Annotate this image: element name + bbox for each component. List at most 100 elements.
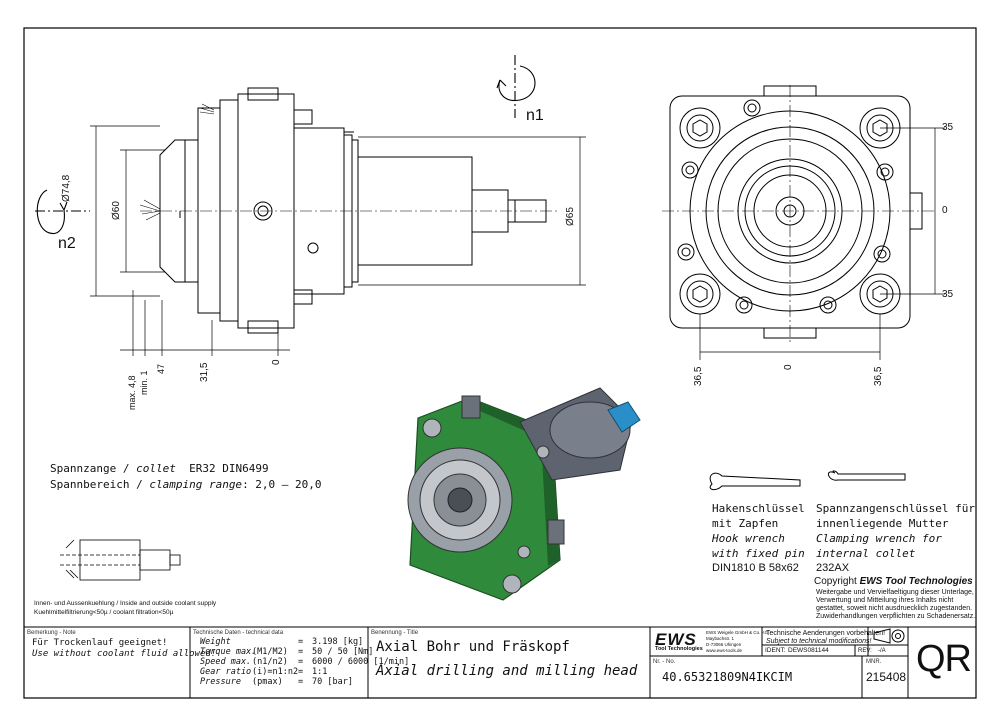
tech-row-label: Torque max.	[200, 647, 257, 657]
tech-row-label: Gear ratio	[200, 667, 252, 677]
clamp-wrench-en-2: internal collet	[816, 547, 916, 560]
hook-wrench-icon	[709, 472, 801, 491]
tech-row-value: 70 [bar]	[312, 677, 353, 687]
clamping-wrench-icon	[827, 470, 906, 481]
company-line-3: D-73066 Uhingen	[706, 642, 742, 647]
change-note-de: Technische Aenderungen vorbehalten!	[766, 630, 886, 637]
hook-wrench-en-2: with fixed pin	[712, 547, 805, 560]
clamp-wrench-code: 232AX	[816, 562, 850, 574]
coolant-note-2: Kuehlmittelfiltrierung<50µ / coolant fil…	[34, 609, 174, 616]
company-line-4: www.ews-tools.de	[706, 648, 743, 653]
tech-row: Speed max.(n1/n2) = 6000 / 6000 [1/min]	[200, 657, 409, 667]
tech-row-eq: =	[298, 647, 304, 657]
copyright-prefix: Copyright	[814, 576, 860, 587]
clamping-range-value: : 2,0 – 20,0	[242, 478, 322, 491]
remark-label: Bemerkung - Note	[27, 630, 76, 636]
collet-value: ER32 DIN6499	[189, 462, 269, 475]
hook-wrench-de-2: mit Zapfen	[712, 517, 779, 530]
qr-code-label: QR	[916, 638, 972, 680]
drawing-title-de: Axial Bohr und Fräskopf	[376, 639, 570, 655]
tech-row-value: 1:1	[312, 667, 328, 677]
rev-value: -/A	[878, 648, 886, 654]
remark-en: Use without coolant fluid allowed!	[32, 649, 217, 659]
dim-d60: Ø60	[111, 201, 122, 220]
collet-label-de: Spannzange /	[50, 462, 137, 475]
copyright-line-2: Verwertung und Mitteilung ihres Inhalts …	[816, 597, 954, 604]
copyright-line-4: Zuwiderhandlungen verpflichten zu Schade…	[816, 613, 976, 620]
tech-row-eq: =	[298, 637, 304, 647]
copyright-line-1: Weitergabe und Vervielfaeltigung dieser …	[816, 589, 974, 596]
tech-row-sym	[252, 637, 298, 647]
tech-row: Torque max.(M1/M2) = 50 / 50 [Nm]	[200, 647, 409, 657]
tech-row-eq: =	[298, 667, 304, 677]
dim-max48: max. 4,8	[127, 375, 137, 410]
tech-row-value: 50 / 50 [Nm]	[312, 647, 374, 657]
part-number: 40.65321809N4IKCIM	[662, 670, 793, 684]
tech-row-label: Speed max.	[200, 657, 252, 667]
mnr-value: 215408	[866, 670, 907, 684]
copyright-line-3: gestattet, soweit nicht ausdruecklich zu…	[816, 605, 973, 612]
isometric-product-render	[407, 387, 641, 601]
hook-wrench-de-1: Hakenschlüssel	[712, 502, 805, 515]
dim-front-0-bottom: 0	[783, 364, 794, 370]
change-note-en: Subject to technical modifications!	[766, 638, 872, 645]
dim-front-0-right: 0	[942, 205, 948, 216]
dim-d65: Ø65	[565, 207, 576, 226]
tech-row-eq: =	[298, 677, 304, 687]
ident-label: IDENT:	[765, 647, 786, 654]
dim-zero-side: 0	[271, 359, 282, 365]
rev-label: REV:	[858, 648, 872, 654]
dim-front-365-left: 36,5	[693, 366, 704, 386]
tech-row-sym: (i)=n1:n2	[252, 667, 299, 677]
mnr-label: MNR.	[866, 659, 882, 665]
front-view-drawing	[662, 85, 935, 345]
tech-row-value: 6000 / 6000 [1/min]	[312, 657, 410, 667]
tech-row-sym: (M1/M2)	[252, 647, 288, 657]
dim-d74: Ø74,8	[61, 174, 72, 202]
projection-symbol-icon	[873, 628, 905, 644]
hook-wrench-norm: DIN1810 B 58x62	[712, 562, 799, 574]
hook-wrench-en-1: Hook wrench	[712, 532, 785, 545]
clamp-wrench-en-1: Clamping wrench for	[816, 532, 942, 545]
logo-subtext: Tool Technologies	[655, 646, 703, 652]
company-line-2: Maybachstr. 1	[706, 636, 735, 641]
collet-label-en: collet	[136, 462, 176, 475]
number-label: Nr. - No.	[653, 659, 676, 665]
clamp-wrench-de-2: innenliegende Mutter	[816, 517, 949, 530]
remark-de: Für Trockenlauf geeignet!	[32, 638, 168, 648]
clamping-range-label-de: Spannbereich /	[50, 478, 150, 491]
collet-spec: Spannzange / collet ER32 DIN6499	[50, 463, 269, 474]
tech-row: Pressure (pmax) = 70 [bar]	[200, 677, 409, 687]
dim-front-35-bottom: 35	[942, 289, 954, 300]
ident-value: DEWS081144	[788, 647, 829, 654]
copyright-title: Copyright EWS Tool Technologies	[814, 577, 973, 587]
tech-row-sym: (pmax)	[252, 677, 283, 687]
tech-row: Gear ratio(i)=n1:n2= 1:1	[200, 667, 409, 677]
tech-row: Weight = 3.198 [kg]	[200, 637, 409, 647]
side-view-drawing	[140, 87, 560, 334]
company-logo: EWS Tool Technologies	[655, 631, 703, 653]
clamp-wrench-de-1: Spannzangenschlüssel für	[816, 502, 975, 515]
coolant-schematic-icon	[60, 539, 181, 581]
coolant-note-1: Innen- und Aussenkuehlung / Inside and o…	[34, 600, 217, 607]
tech-row-label: Weight	[200, 637, 231, 647]
title-block-grid	[24, 626, 976, 698]
copyright-company: EWS Tool Technologies	[859, 576, 973, 587]
tech-row-eq: =	[298, 657, 304, 667]
tech-row-sym: (n1/n2)	[252, 657, 288, 667]
rotation-label-n2: n2	[58, 235, 76, 252]
dim-min1: min. 1	[139, 370, 149, 395]
dim-315: 31,5	[199, 362, 210, 382]
tech-data-label: Technische Daten - technical data	[193, 630, 284, 636]
rotation-label-n1: n1	[526, 107, 544, 124]
tech-row-value: 3.198 [kg]	[312, 637, 364, 647]
company-line-1: EWS Weigele GmbH & Co. KG	[706, 630, 769, 635]
tech-row-label: Pressure	[200, 677, 241, 687]
clamping-range-spec: Spannbereich / clamping range: 2,0 – 20,…	[50, 479, 322, 490]
logo-text: EWS	[655, 630, 697, 649]
tech-data-table: Weight = 3.198 [kg] Torque max.(M1/M2) = 50 …	[200, 637, 409, 687]
dim-front-365-right: 36,5	[873, 366, 884, 386]
title-label: Benennung - Title	[371, 630, 419, 636]
dim-47: 47	[156, 363, 166, 374]
